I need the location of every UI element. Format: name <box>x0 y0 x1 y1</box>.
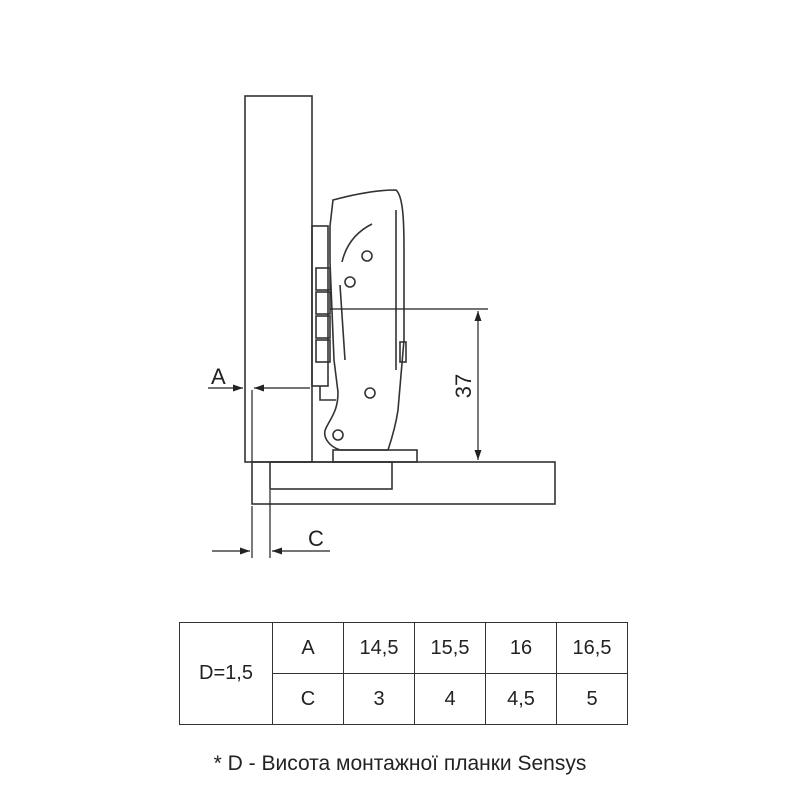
hinge-arm <box>324 189 405 451</box>
table-cell: 15,5 <box>414 622 486 674</box>
table-cell: 4,5 <box>485 673 557 725</box>
table-cell: 16 <box>485 622 557 674</box>
rivet <box>361 250 373 262</box>
footnote: * D - Висота монтажної планки Sensys <box>213 752 587 775</box>
rivet <box>332 429 344 441</box>
dimension-37 <box>330 308 488 460</box>
table-cell: 16,5 <box>556 622 628 674</box>
dimension-c <box>212 490 330 558</box>
table-cell: 14,5 <box>343 622 415 674</box>
spec-table: D=1,5 A 14,5 15,5 16 16,5 C 3 4 4,5 5 <box>179 622 628 725</box>
rivet <box>344 276 356 288</box>
hinge-cup <box>311 225 336 401</box>
table-row: D=1,5 A 14,5 15,5 16 16,5 <box>179 622 628 725</box>
table-cell: 5 <box>556 673 628 725</box>
dimension-a-label: A <box>211 364 226 389</box>
row-label-c: C <box>272 673 344 725</box>
rivet <box>364 387 376 399</box>
table-row: C 3 4 4,5 5 <box>180 673 628 725</box>
plate-flange <box>332 449 418 463</box>
table-cell: 3 <box>343 673 415 725</box>
row-label-a: A <box>272 622 344 674</box>
dimension-37-label: 37 <box>451 374 476 398</box>
door-panel <box>244 95 313 463</box>
dimension-c-label: C <box>308 526 324 551</box>
table-cell: 4 <box>414 673 486 725</box>
cabinet-side <box>251 461 556 505</box>
dimension-a <box>208 384 310 462</box>
d-label-cell: D=1,5 <box>179 622 273 725</box>
hinge-drawing: 37 A C <box>208 95 556 558</box>
mounting-plate <box>269 461 393 490</box>
